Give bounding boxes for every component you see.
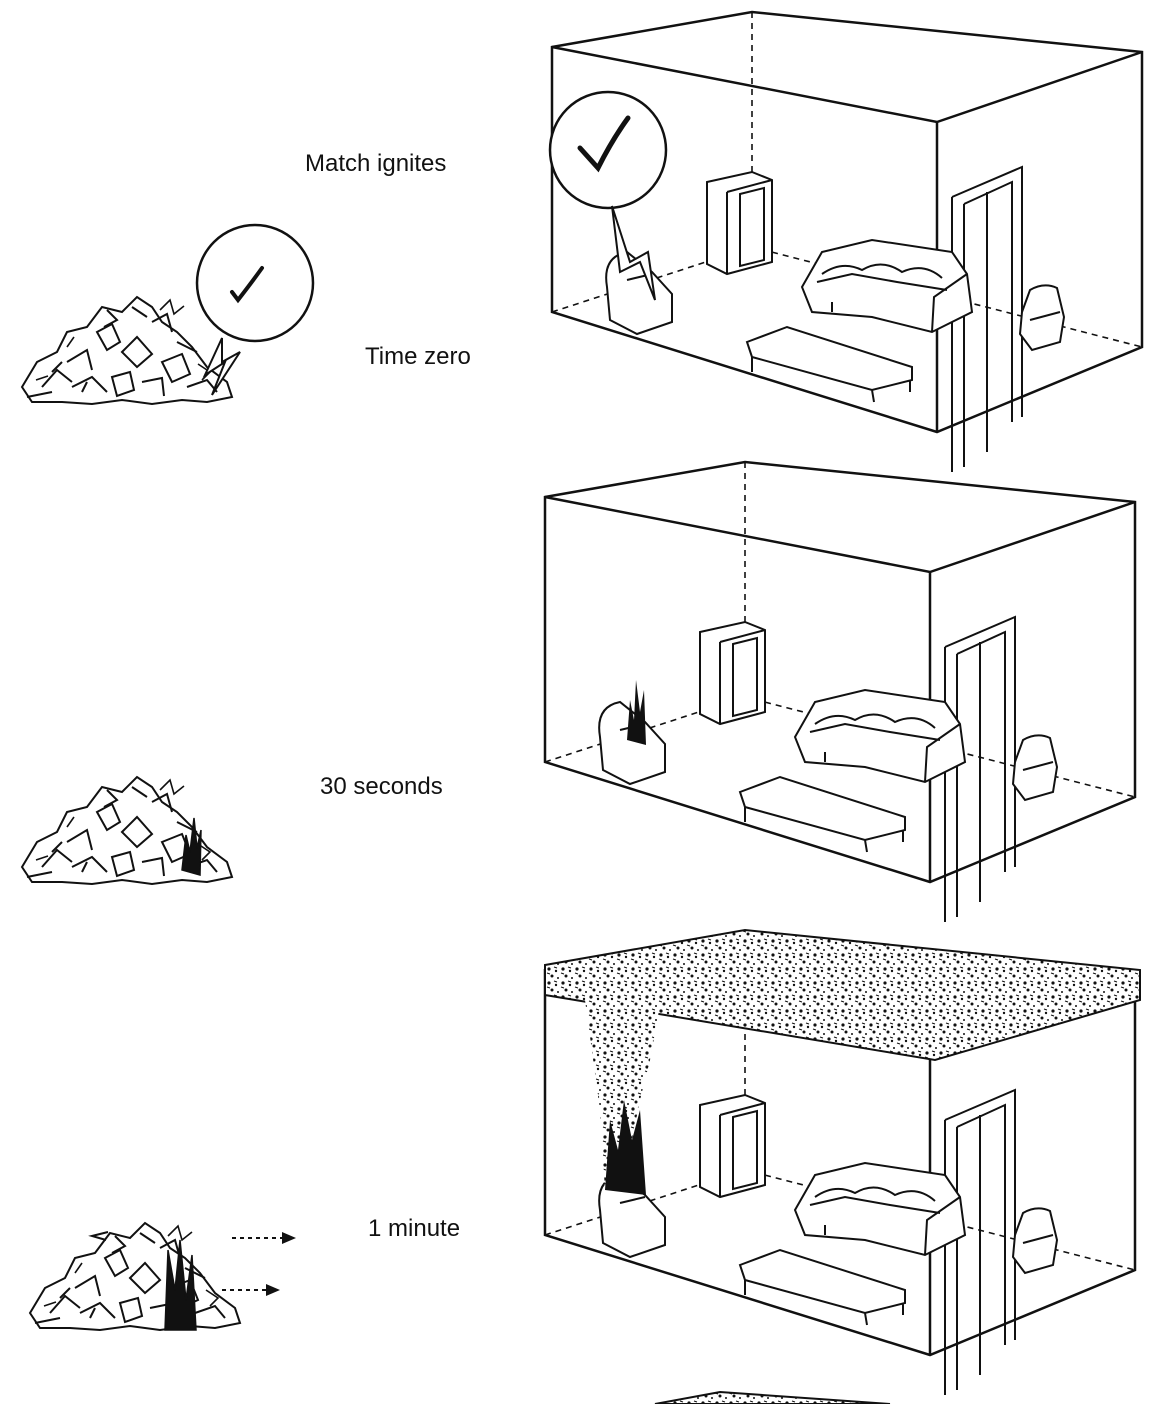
room-30-seconds <box>543 460 1137 924</box>
small-flame-icon <box>627 680 646 745</box>
room-time-zero <box>550 10 1144 474</box>
smoke-plume <box>585 1000 660 1190</box>
debris-pile-time-zero <box>21 296 233 405</box>
smoke-layer <box>544 928 1141 1062</box>
debris-pile-30-seconds <box>21 776 233 885</box>
next-panel-fragment <box>654 1390 891 1404</box>
match-callout-large-icon <box>548 90 668 301</box>
stage-label-time-zero: Time zero <box>365 343 471 370</box>
flame-icon <box>164 1239 197 1331</box>
stage-label-30-seconds: 30 seconds <box>320 773 443 800</box>
match-callout-small-icon <box>195 223 315 396</box>
stage-label-1-minute: 1 minute <box>368 1215 461 1242</box>
debris-pile-1-minute <box>29 1222 241 1331</box>
heat-radiation-arrows <box>88 1231 296 1296</box>
large-flame-icon <box>605 1100 646 1195</box>
room-1-minute <box>543 928 1141 1397</box>
debris-heap <box>21 296 233 405</box>
stage-label-match-ignites: Match ignites <box>305 150 447 177</box>
